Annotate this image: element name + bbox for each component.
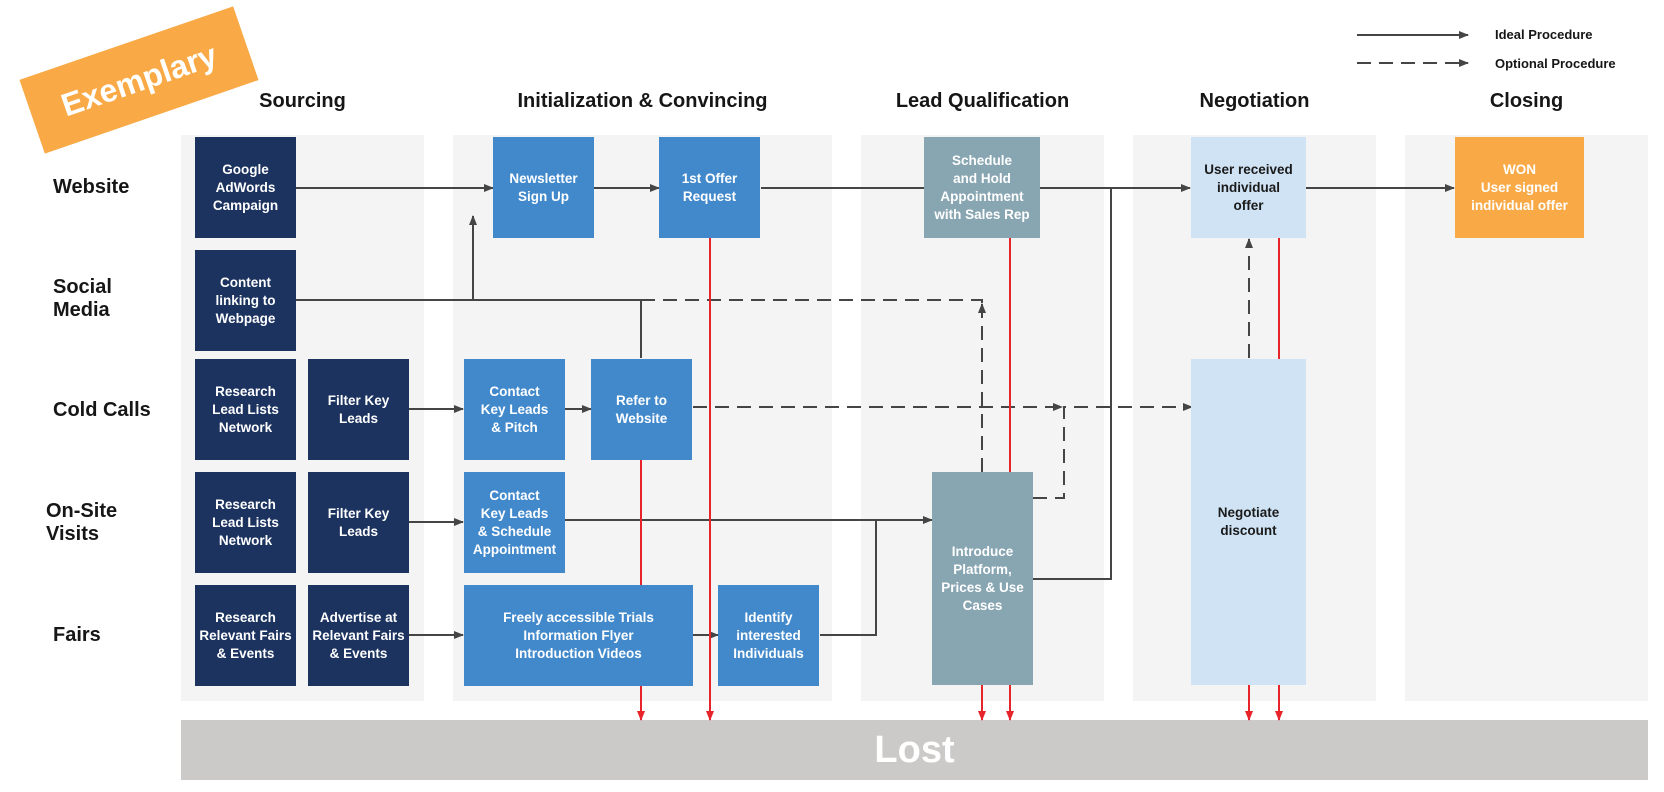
stage-title-qualification: Lead Qualification	[895, 90, 1070, 112]
trials-box: Freely accessible Trials Information Fly…	[464, 585, 693, 686]
row-label-cold-calls: Cold Calls	[53, 399, 151, 421]
newsletter-box: Newsletter Sign Up	[493, 137, 594, 238]
stage-title-closing: Closing	[1489, 90, 1564, 112]
contact-pitch-box: Contact Key Leads & Pitch	[464, 359, 565, 460]
content-linking-box: Content linking to Webpage	[195, 250, 296, 351]
research-lead-lists-cold-box: Research Lead Lists Network	[195, 359, 296, 460]
identify-individuals-box: Identify interested Individuals	[718, 585, 819, 686]
advertise-fairs-box: Advertise at Relevant Fairs & Events	[308, 585, 409, 686]
google-adwords-box: Google AdWords Campaign	[195, 137, 296, 238]
user-received-offer-box: User received individual offer	[1191, 137, 1306, 238]
stage-title-init: Initialization & Convincing	[517, 90, 768, 112]
contact-schedule-box: Contact Key Leads & Schedule Appointment	[464, 472, 565, 573]
schedule-appointment-box: Schedule and Hold Appointment with Sales…	[924, 137, 1040, 238]
filter-key-leads-cold-box: Filter Key Leads	[308, 359, 409, 460]
research-fairs-box: Research Relevant Fairs & Events	[195, 585, 296, 686]
row-label-social-media: Social Media	[53, 276, 112, 321]
won-box: WON User signed individual offer	[1455, 137, 1584, 238]
stage-title-sourcing: Sourcing	[259, 90, 346, 112]
introduce-platform-box: Introduce Platform, Prices & Use Cases	[932, 472, 1033, 685]
offer-request-box: 1st Offer Request	[659, 137, 760, 238]
stage-title-negotiation: Negotiation	[1199, 90, 1310, 112]
filter-key-leads-onsite-box: Filter Key Leads	[308, 472, 409, 573]
negotiate-discount-box: Negotiate discount	[1191, 359, 1306, 685]
row-label-fairs: Fairs	[53, 624, 101, 646]
refer-website-box: Refer to Website	[591, 359, 692, 460]
lost-bar: Lost	[181, 720, 1648, 780]
row-label-website: Website	[53, 176, 130, 198]
legend-ideal-label: Ideal Procedure	[1495, 27, 1593, 42]
row-label-on-site-visits: On-Site Visits	[46, 500, 118, 545]
legend-optional-label: Optional Procedure	[1495, 56, 1616, 71]
research-lead-lists-onsite-box: Research Lead Lists Network	[195, 472, 296, 573]
